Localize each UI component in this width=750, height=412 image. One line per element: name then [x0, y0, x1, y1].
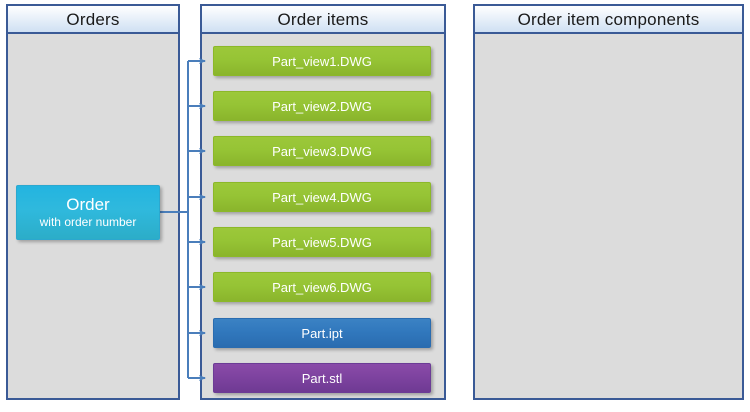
order-item-node[interactable]: Part_view4.DWG [213, 182, 431, 212]
panel-order-item-components: Order item components [473, 4, 744, 400]
panel-order-items-title: Order items [202, 6, 444, 34]
order-item-node[interactable]: Part_view6.DWG [213, 272, 431, 302]
order-node[interactable]: Order with order number [16, 185, 160, 240]
order-item-node[interactable]: Part.stl [213, 363, 431, 393]
order-node-subtitle: with order number [39, 215, 137, 229]
order-item-node[interactable]: Part.ipt [213, 318, 431, 348]
order-item-node[interactable]: Part_view3.DWG [213, 136, 431, 166]
order-item-node[interactable]: Part_view2.DWG [213, 91, 431, 121]
panel-orders-title: Orders [8, 6, 178, 34]
panel-order-item-components-body [475, 34, 742, 398]
panel-order-item-components-title: Order item components [475, 6, 742, 34]
order-item-node[interactable]: Part_view5.DWG [213, 227, 431, 257]
order-node-title: Order [66, 195, 110, 214]
order-item-node[interactable]: Part_view1.DWG [213, 46, 431, 76]
